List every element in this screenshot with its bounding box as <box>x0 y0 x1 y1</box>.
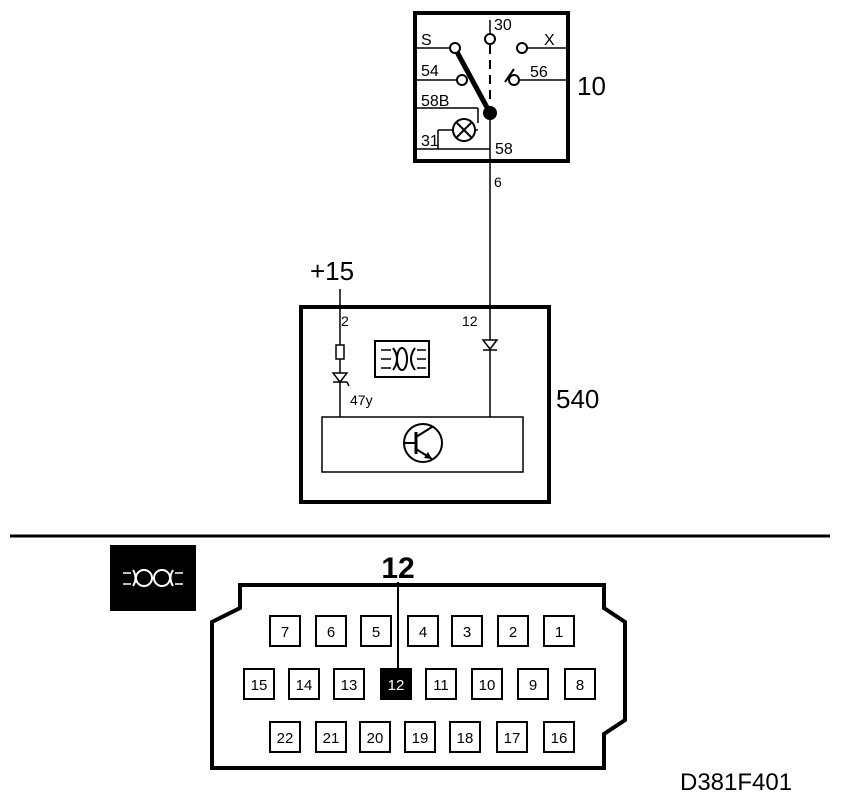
connector-pin-label: 11 <box>433 677 449 694</box>
connector-pin-4: 4 <box>407 615 439 647</box>
connector-pin-8: 8 <box>564 668 596 700</box>
connector-pin-19: 19 <box>404 721 436 753</box>
switch-arm <box>454 50 493 115</box>
connector-pin-18: 18 <box>449 721 481 753</box>
contact-s <box>449 42 461 54</box>
connector-pin-3: 3 <box>451 615 483 647</box>
terminal-30-label: 30 <box>494 17 512 34</box>
terminal-56-label: 56 <box>530 64 548 81</box>
connector-pin-label: 16 <box>551 730 568 747</box>
figure-code: D381F401 <box>680 769 792 796</box>
parking-light-icon <box>110 545 196 611</box>
connector-pin-label: 14 <box>296 677 313 694</box>
connector-pin-17: 17 <box>496 721 528 753</box>
connector-pin-20: 20 <box>359 721 391 753</box>
fog-light-icon <box>374 340 430 378</box>
connector-pin-label: 13 <box>341 677 358 694</box>
connector-pin-15: 15 <box>243 668 275 700</box>
light-switch: 30 S X 54 56 58B 31 58 10 <box>413 11 606 163</box>
connector-pin-label: 10 <box>479 677 496 694</box>
connector-pin-label: 3 <box>463 624 471 641</box>
connector-pin-label: 22 <box>277 730 294 747</box>
wire-pin-label: 6 <box>494 174 502 190</box>
module-ref: 540 <box>556 384 599 414</box>
connector-pin-16: 16 <box>543 721 575 753</box>
connector-pin-6: 6 <box>315 615 347 647</box>
connector-pin-label: 12 <box>388 677 405 694</box>
connector-row-3: 22 21 20 19 18 17 16 <box>269 721 575 753</box>
highlight-pin-label: 12 <box>381 552 414 585</box>
zener-diode-icon <box>331 372 349 384</box>
connector-pin-label: 15 <box>251 677 268 694</box>
resistor-label: 47y <box>350 392 373 408</box>
contact-x <box>516 42 528 54</box>
connector-pin-label: 6 <box>327 624 335 641</box>
terminal-x-label: X <box>544 32 555 49</box>
contact-54 <box>456 74 468 86</box>
connector-pin-label: 4 <box>419 624 427 641</box>
contact-56 <box>508 74 520 86</box>
light-switch-ref: 10 <box>577 71 606 101</box>
contact-30 <box>484 33 496 45</box>
connector-pin-12: 12 <box>380 668 412 700</box>
connector-pin-2: 2 <box>497 615 529 647</box>
connector-pin-label: 5 <box>372 624 380 641</box>
terminal-s-label: S <box>421 32 432 49</box>
supply-label: +15 <box>310 256 354 286</box>
connector-pin-11: 11 <box>425 668 457 700</box>
terminal-58-label: 58 <box>495 141 513 158</box>
connector-outline <box>210 583 627 770</box>
module-pin-left: 2 <box>341 313 349 329</box>
connector-pin-label: 20 <box>367 730 384 747</box>
connector-pin-1: 1 <box>543 615 575 647</box>
module-pin-right: 12 <box>462 313 478 329</box>
connector-pin-label: 9 <box>529 677 537 694</box>
connector-pin-9: 9 <box>517 668 549 700</box>
connector-pin-label: 1 <box>555 624 563 641</box>
module-box <box>299 305 551 504</box>
fog-light-module: +15 2 12 47y <box>299 256 599 504</box>
connector-pin-7: 7 <box>269 615 301 647</box>
connector-pin-21: 21 <box>315 721 347 753</box>
terminal-58b-label: 58B <box>421 93 449 110</box>
connector-pin-label: 19 <box>412 730 429 747</box>
resistor <box>335 344 345 360</box>
connector-pin-22: 22 <box>269 721 301 753</box>
connector-pin-10: 10 <box>471 668 503 700</box>
connector-row-1: 7 6 5 4 3 2 1 <box>269 615 575 647</box>
diode-icon <box>481 339 499 351</box>
light-switch-box <box>413 11 570 163</box>
terminal-31-label: 31 <box>421 133 439 150</box>
connector-pin-label: 17 <box>504 730 521 747</box>
connector-pin-5: 5 <box>360 615 392 647</box>
connector-pin-14: 14 <box>288 668 320 700</box>
connector-pin-label: 2 <box>509 624 517 641</box>
terminal-54-label: 54 <box>421 63 439 80</box>
connector-row-2: 15 14 13 12 11 10 9 8 <box>243 668 596 700</box>
connector-pin-label: 21 <box>323 730 340 747</box>
connector-pin-13: 13 <box>333 668 365 700</box>
transistor-block <box>321 416 524 473</box>
transistor-icon <box>403 423 443 463</box>
connector-pin-label: 18 <box>457 730 474 747</box>
connector-pin-label: 8 <box>576 677 584 694</box>
connector-pin-label: 7 <box>281 624 289 641</box>
